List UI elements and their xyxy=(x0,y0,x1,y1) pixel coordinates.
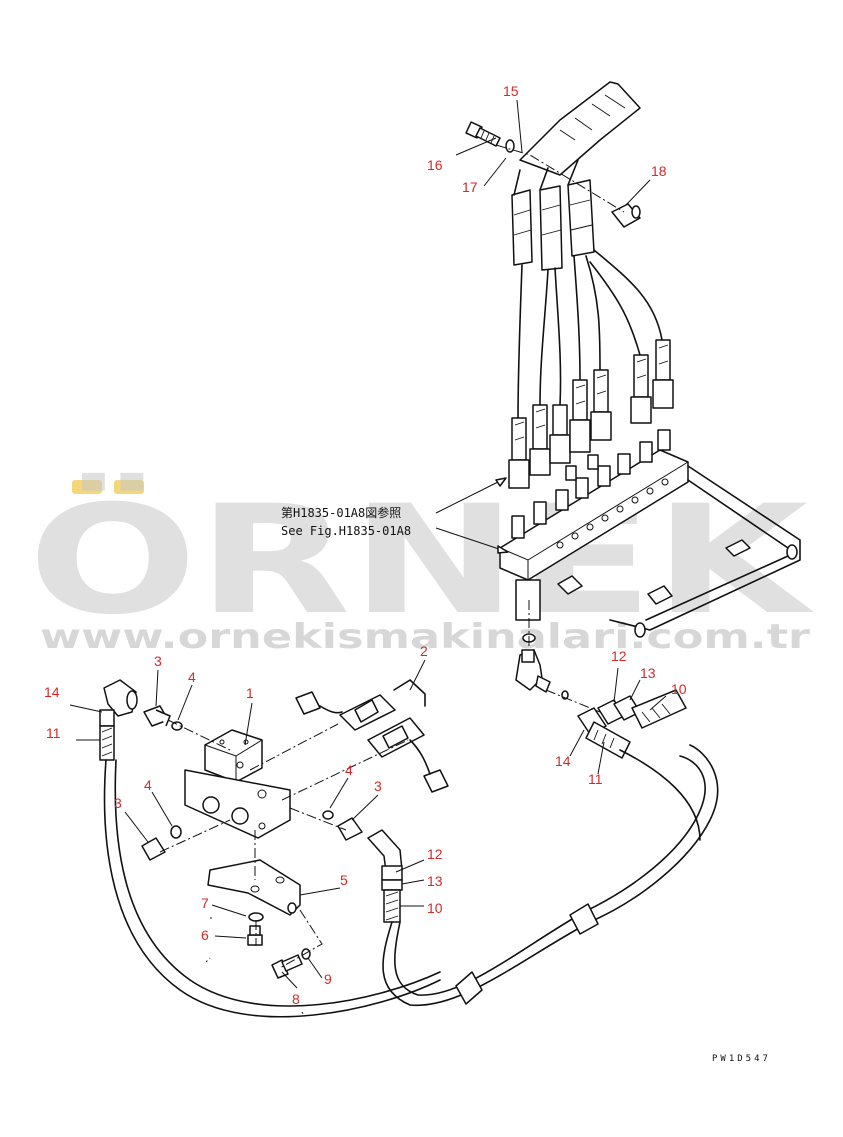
callout-4-left: 4 xyxy=(144,777,152,793)
callout-15: 15 xyxy=(503,83,519,99)
nut-18 xyxy=(611,203,641,228)
callout-12-right: 12 xyxy=(611,648,627,664)
valve-base xyxy=(184,769,291,839)
hose-clamp-2 xyxy=(569,903,599,935)
callout-14-right: 14 xyxy=(555,753,571,769)
harness-connector-row-lower xyxy=(508,339,674,489)
callout-9: 9 xyxy=(324,971,332,987)
drawing-code: PW1D547 xyxy=(712,1054,771,1064)
harness-assembly xyxy=(508,81,674,489)
bolt-16 xyxy=(465,121,501,147)
mounting-bracket-5 xyxy=(207,859,301,916)
connector-nut xyxy=(529,448,551,476)
callout-labels: 15 16 17 18 1 2 3 3 3 4 4 4 5 6 7 8 9 10… xyxy=(44,83,687,1007)
callout-5: 5 xyxy=(340,872,348,888)
connector-sleeve xyxy=(633,354,649,398)
oring-4-lower xyxy=(170,825,182,839)
connector-nut xyxy=(508,459,530,489)
hose-11-left xyxy=(103,759,441,1018)
adapter-3-upper xyxy=(143,705,171,727)
reference-text-japanese: 第H1835-01A8図参照 xyxy=(281,505,401,520)
callout-4-middle: 4 xyxy=(345,762,353,778)
hose-end-middle xyxy=(367,829,403,923)
callout-14-left: 14 xyxy=(44,684,60,700)
callout-1: 1 xyxy=(246,685,254,701)
callout-17: 17 xyxy=(462,179,478,195)
washer-9 xyxy=(301,948,311,960)
harness-sleeve-1 xyxy=(511,189,533,266)
callout-6: 6 xyxy=(201,927,209,943)
callout-10-right: 10 xyxy=(671,681,687,697)
hose-end-left xyxy=(99,679,138,761)
valve-bracket-leg xyxy=(515,579,541,621)
callout-16: 16 xyxy=(427,157,443,173)
adapter-3-lower-left xyxy=(141,837,166,861)
callout-18: 18 xyxy=(651,163,667,179)
callout-12-middle: 12 xyxy=(427,846,443,862)
callout-3-middle: 3 xyxy=(374,778,382,794)
callout-11-left: 11 xyxy=(46,725,61,741)
callout-3-upper: 3 xyxy=(154,653,162,669)
hose-clamp-1 xyxy=(455,971,483,1005)
oring-4-upper xyxy=(171,721,183,731)
solenoid-coil-2 xyxy=(295,679,449,793)
control-valve-block xyxy=(499,429,801,638)
connector-nut xyxy=(569,419,591,453)
washer-7 xyxy=(248,912,264,922)
watermark: ÖRNEK www.ornekismakinalari.com.tr xyxy=(28,472,814,657)
leader-lines xyxy=(69,99,667,989)
oring-4-middle xyxy=(322,810,334,820)
callout-4-upper: 4 xyxy=(188,669,196,685)
washer-17 xyxy=(505,139,515,153)
watermark-brand: ÖRNEK xyxy=(28,472,814,648)
watermark-umlaut-right xyxy=(114,480,144,494)
adapter-3-middle xyxy=(337,817,363,841)
elbow-fitting-right xyxy=(515,633,569,700)
callout-7: 7 xyxy=(201,895,209,911)
callout-3-left: 3 xyxy=(114,795,122,811)
valve-ports xyxy=(556,478,669,549)
reference-text-english: See Fig.H1835-01A8 xyxy=(281,524,411,538)
harness-sleeve-2 xyxy=(539,185,563,271)
harness-bracket xyxy=(519,81,641,176)
watermark-umlaut-left xyxy=(72,480,102,494)
callout-10-middle: 10 xyxy=(427,900,443,916)
hose-end-right-lower xyxy=(577,707,631,759)
valve-top-nipples xyxy=(511,429,671,539)
connector-nut xyxy=(590,411,612,441)
bolt-6 xyxy=(247,925,263,946)
callout-2: 2 xyxy=(420,643,428,659)
valve-mount-block xyxy=(557,575,583,595)
callout-11-right: 11 xyxy=(588,771,603,787)
hose-end-right-upper xyxy=(597,689,687,729)
connector-nut xyxy=(652,379,674,409)
connector-nut xyxy=(549,434,571,464)
callout-13-right: 13 xyxy=(640,665,656,681)
watermark-url: www.ornekismakinalari.com.tr xyxy=(40,617,810,657)
connector-sleeve xyxy=(572,379,588,421)
callout-13-middle: 13 xyxy=(427,873,443,889)
connector-sleeve xyxy=(552,404,568,436)
connector-sleeve xyxy=(655,339,671,381)
harness-sleeve-3 xyxy=(567,179,595,257)
solenoid-valve-1 xyxy=(184,729,291,839)
connector-nut xyxy=(630,396,652,424)
callout-8: 8 xyxy=(292,991,300,1007)
